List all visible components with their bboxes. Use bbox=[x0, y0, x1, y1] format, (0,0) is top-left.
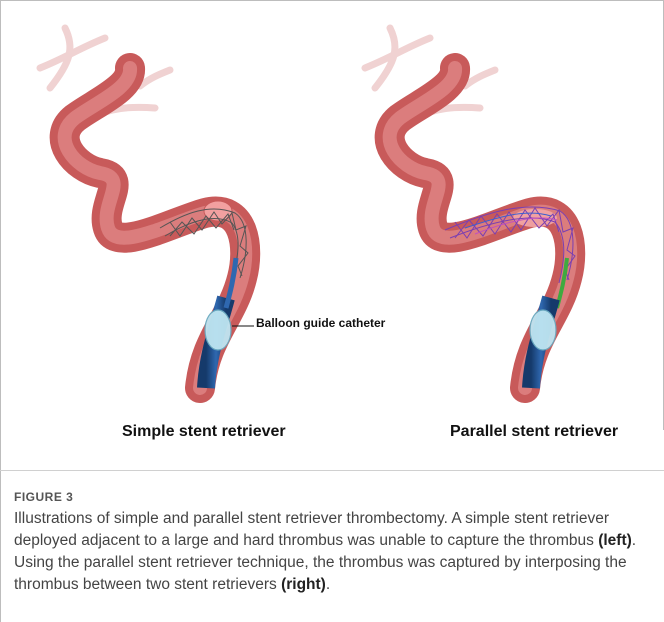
figure-label: FIGURE 3 bbox=[14, 490, 73, 504]
illustration-parallel-stent bbox=[345, 8, 645, 428]
caption-parallel-stent: Parallel stent retriever bbox=[450, 423, 618, 441]
balloon bbox=[530, 310, 556, 350]
balloon bbox=[205, 310, 231, 350]
illustration-simple-stent bbox=[20, 8, 320, 428]
vessel-illustration-right bbox=[345, 8, 645, 428]
caption-divider bbox=[0, 470, 664, 471]
frame-border-top bbox=[0, 0, 664, 1]
frame-border-left bbox=[0, 0, 1, 622]
caption-left-ref: (left) bbox=[598, 532, 632, 549]
vessel-illustration-left bbox=[20, 8, 320, 428]
caption-text-1: Illustrations of simple and parallel ste… bbox=[14, 510, 609, 549]
figure-caption: Illustrations of simple and parallel ste… bbox=[14, 508, 650, 596]
caption-simple-stent: Simple stent retriever bbox=[122, 423, 286, 441]
caption-text-end: . bbox=[326, 576, 330, 593]
caption-right-ref: (right) bbox=[281, 576, 326, 593]
